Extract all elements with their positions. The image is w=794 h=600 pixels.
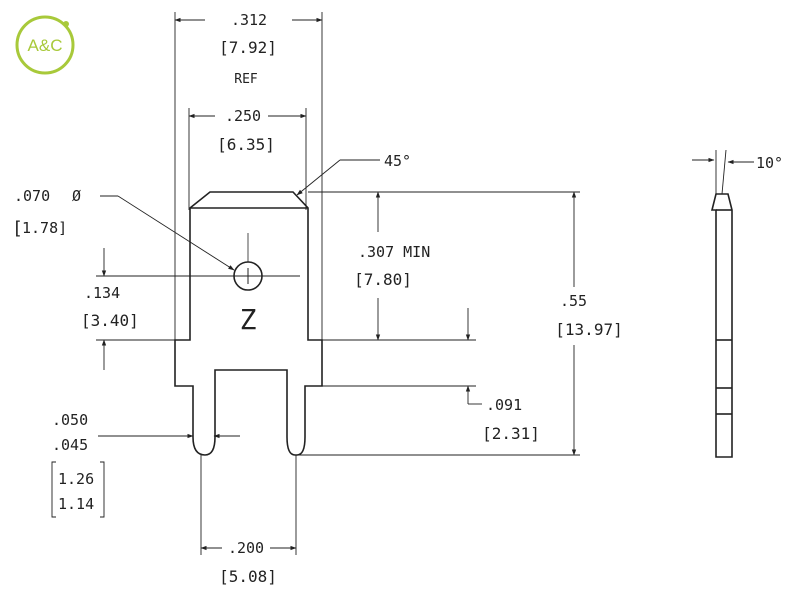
hole-bracket: [ [12,218,23,239]
overall-width-note: REF [234,72,258,87]
overall-width-mm: [7.92] [219,38,277,57]
dimension-lines [51,12,754,555]
overall-width-inch: .312 [231,11,267,29]
leg-spacing-mm: [5.08] [219,567,277,586]
company-logo: A&C [15,15,75,75]
shoulder-inch: .091 [486,396,522,414]
chamfer-angle: 45° [384,152,411,170]
diameter-symbol: Ø [72,187,81,205]
leg-width-min-inch: .045 [52,436,88,454]
blade-width-inch: .250 [225,107,261,125]
leg-width-max-mm: 1.26 [58,470,94,488]
leg-width-max-inch: .050 [52,411,88,429]
blade-length-mm: [7.80] [354,270,412,289]
blade-width-mm: [6.35] [217,135,275,154]
dimension-labels: .312 [7.92] REF .250 [6.35] 45° .070 Ø [… [12,11,783,586]
logo-text: A&C [28,36,63,55]
hole-diameter-mm: 1.78] [22,219,67,237]
overall-height-inch: .55 [560,292,587,310]
hole-offset-inch: .134 [84,284,120,302]
hole-diameter-inch: .070 [14,187,50,205]
terminal-outline [174,191,733,458]
leg-width-min-mm: 1.14 [58,495,94,513]
overall-height-mm: [13.97] [555,320,622,339]
leg-spacing-inch: .200 [228,539,264,557]
blade-length-inch: .307 MIN [358,243,430,261]
shoulder-mm: [2.31] [482,424,540,443]
taper-angle: 10° [756,154,783,172]
part-marking: Z [240,303,257,336]
hole-offset-mm: [3.40] [81,311,139,330]
hole [233,233,263,291]
